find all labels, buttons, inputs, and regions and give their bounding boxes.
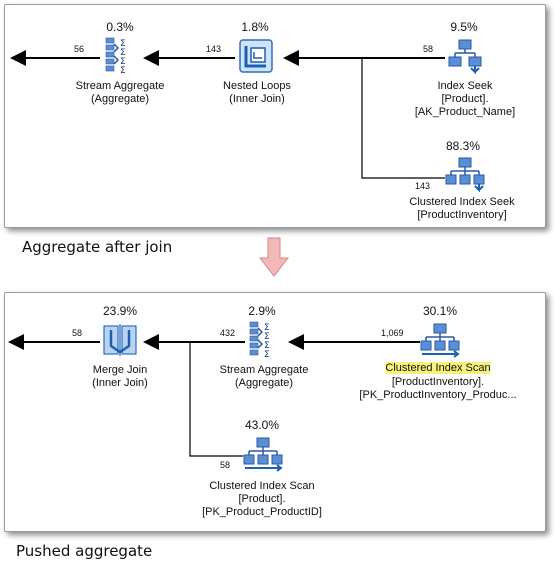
cost-percent: 9.5% — [450, 20, 478, 34]
nested-loops-icon — [238, 38, 274, 79]
cost-percent: 2.9% — [248, 304, 276, 318]
stream-aggregate-icon: Σ Σ Σ Σ — [248, 320, 282, 365]
op-object: [PK_Product_ProductID] — [202, 506, 322, 518]
top-plan-panel — [4, 4, 546, 228]
cost-percent: 30.1% — [422, 304, 458, 318]
clustered-index-scan-icon — [243, 436, 283, 477]
row-count: 432 — [220, 328, 236, 338]
stream-aggregate-icon: Σ Σ Σ Σ — [104, 36, 138, 81]
op-name: Merge Join — [92, 364, 148, 376]
row-count: 143 — [206, 44, 222, 54]
op-name-highlighted: Clustered Index Scan — [385, 362, 491, 374]
op-name: Stream Aggregate — [219, 364, 309, 376]
cost-percent: 43.0% — [244, 418, 280, 432]
flow-connector — [361, 58, 445, 179]
clustered-index-scan-icon — [420, 322, 460, 363]
row-count: 1,069 — [381, 328, 404, 338]
svg-text:Σ: Σ — [264, 350, 270, 360]
op-object: [AK_Product_Name] — [414, 106, 516, 118]
op-name: Stream Aggregate — [75, 80, 165, 92]
op-name: Clustered Index Scan — [209, 480, 315, 492]
cost-percent: 23.9% — [102, 304, 138, 318]
svg-text:Σ: Σ — [264, 341, 270, 351]
cost-percent: 88.3% — [445, 139, 481, 153]
svg-text:Σ: Σ — [120, 48, 126, 58]
caption-bottom: Pushed aggregate — [16, 542, 153, 560]
svg-text:Σ: Σ — [120, 57, 126, 67]
row-count: 58 — [220, 460, 231, 470]
op-subtitle: (Inner Join) — [229, 93, 285, 105]
op-subtitle: [Product]. — [441, 93, 489, 105]
op-subtitle: [ProductInventory] — [417, 209, 507, 221]
op-object: [PK_ProductInventory_Produc... — [359, 389, 517, 401]
row-count: 58 — [423, 44, 434, 54]
caption-top: Aggregate after join — [22, 238, 173, 256]
row-count: 143 — [415, 181, 431, 191]
merge-join-icon — [102, 322, 138, 363]
op-name: Nested Loops — [223, 80, 291, 92]
index-seek-icon — [447, 38, 483, 79]
op-subtitle: [ProductInventory]. — [391, 376, 485, 388]
clustered-index-seek-icon — [445, 156, 485, 197]
row-count: 58 — [72, 328, 83, 338]
svg-text:Σ: Σ — [120, 39, 126, 49]
cost-percent: 1.8% — [241, 20, 269, 34]
op-subtitle: [Product]. — [238, 493, 286, 505]
op-subtitle: (Aggregate) — [90, 93, 150, 105]
row-count: 56 — [74, 44, 85, 54]
svg-text:Σ: Σ — [264, 332, 270, 342]
down-arrow-icon — [258, 236, 290, 283]
op-name: Clustered Index Seek — [409, 196, 515, 208]
bottom-plan-panel — [4, 292, 546, 532]
op-subtitle: (Aggregate) — [234, 377, 294, 389]
flow-connector — [189, 342, 243, 457]
op-name: Index Seek — [437, 80, 493, 92]
svg-text:Σ: Σ — [264, 323, 270, 333]
op-subtitle: (Inner Join) — [92, 377, 148, 389]
svg-text:Σ: Σ — [120, 66, 126, 76]
cost-percent: 0.3% — [106, 20, 134, 34]
